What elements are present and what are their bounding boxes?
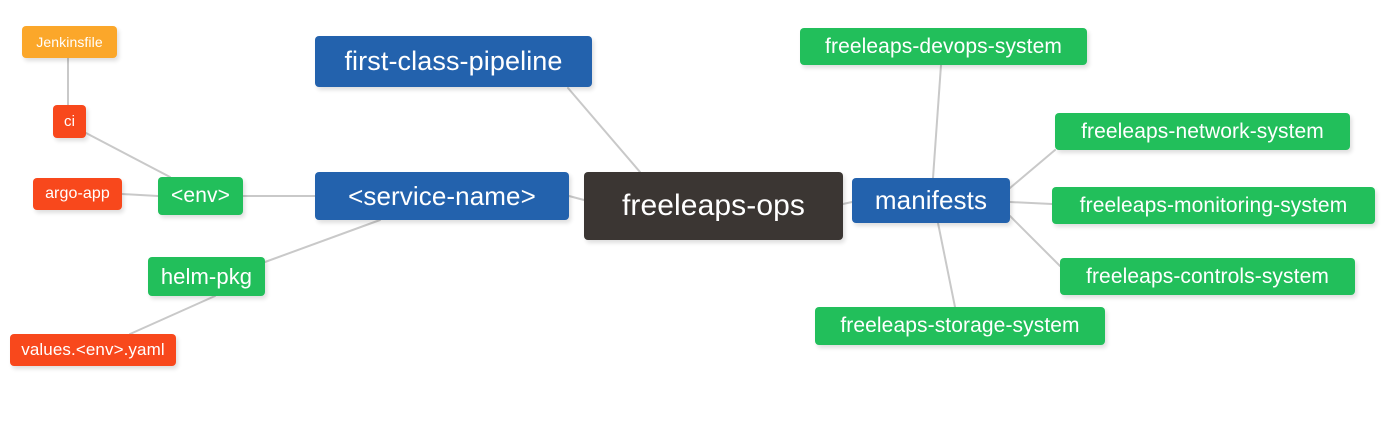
node-label: values.<env>.yaml bbox=[21, 340, 165, 359]
node-root[interactable]: freeleaps-ops bbox=[584, 172, 843, 240]
edge-helm-to-service bbox=[264, 219, 381, 263]
edge-network-to-manifests bbox=[1009, 149, 1056, 189]
node-label: freeleaps-ops bbox=[621, 189, 806, 222]
node-label: <service-name> bbox=[348, 180, 536, 211]
edge-storage-to-manifests bbox=[937, 222, 956, 308]
edge-values-to-helm bbox=[129, 295, 216, 335]
edge-pipeline-to-root bbox=[567, 87, 641, 173]
node-label: freeleaps-storage-system bbox=[840, 314, 1080, 337]
edge-devops-to-manifests bbox=[932, 64, 942, 179]
node-devops[interactable]: freeleaps-devops-system bbox=[800, 28, 1087, 65]
node-values[interactable]: values.<env>.yaml bbox=[10, 334, 176, 366]
node-label: Jenkinsfile bbox=[36, 34, 103, 50]
node-jenkinsfile[interactable]: Jenkinsfile bbox=[22, 26, 117, 58]
node-label: freeleaps-devops-system bbox=[825, 34, 1062, 58]
node-service[interactable]: <service-name> bbox=[315, 172, 569, 220]
node-storage[interactable]: freeleaps-storage-system bbox=[815, 307, 1105, 345]
node-label: ci bbox=[63, 113, 76, 130]
node-label: manifests bbox=[874, 185, 988, 215]
edge-service-to-root bbox=[568, 195, 585, 201]
node-env[interactable]: <env> bbox=[158, 177, 243, 215]
node-label: freeleaps-controls-system bbox=[1086, 264, 1329, 288]
node-controls[interactable]: freeleaps-controls-system bbox=[1060, 258, 1355, 295]
node-network[interactable]: freeleaps-network-system bbox=[1055, 113, 1350, 150]
node-monitoring[interactable]: freeleaps-monitoring-system bbox=[1052, 187, 1375, 224]
node-manifests[interactable]: manifests bbox=[852, 178, 1010, 223]
edge-root-to-manifests bbox=[842, 201, 853, 205]
node-helm[interactable]: helm-pkg bbox=[148, 257, 265, 296]
edge-controls-to-manifests bbox=[1009, 215, 1061, 267]
node-label: freeleaps-monitoring-system bbox=[1079, 193, 1348, 217]
edge-ci-to-env bbox=[85, 132, 171, 178]
node-label: freeleaps-network-system bbox=[1081, 119, 1324, 143]
node-argoapp[interactable]: argo-app bbox=[33, 178, 122, 210]
edge-argoapp-to-env bbox=[121, 193, 159, 197]
node-label: argo-app bbox=[45, 185, 110, 202]
edge-monitoring-to-manifests bbox=[1009, 201, 1053, 205]
node-label: helm-pkg bbox=[160, 263, 253, 289]
node-label: first-class-pipeline bbox=[344, 46, 563, 76]
node-label: <env> bbox=[171, 184, 230, 207]
node-pipeline[interactable]: first-class-pipeline bbox=[315, 36, 592, 87]
node-ci[interactable]: ci bbox=[53, 105, 86, 138]
